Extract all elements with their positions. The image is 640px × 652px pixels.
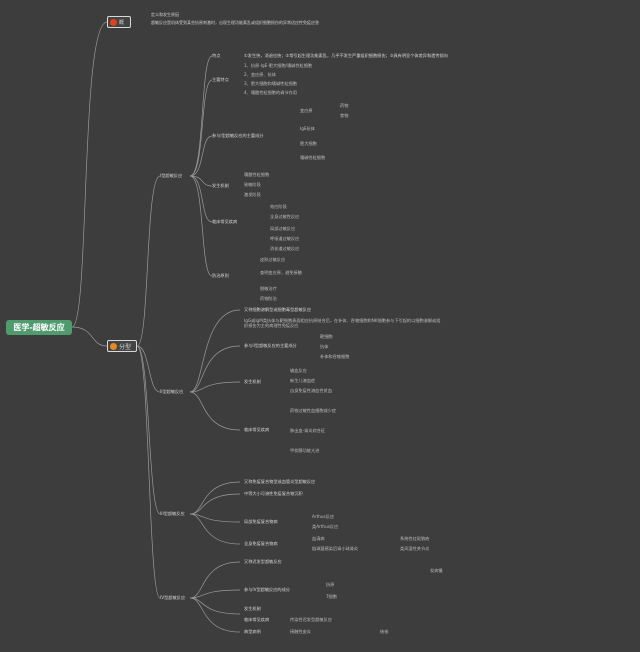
overview-sub1: 定义和发生原因	[151, 12, 179, 17]
t1-item-1: 主要特点	[212, 77, 229, 82]
t4-item-4: 典型病例	[244, 629, 261, 634]
t1-detail-12: 致敏阶段	[244, 182, 261, 187]
t1-detail-18: 消化道过敏反应	[270, 246, 300, 251]
link-root-class	[71, 326, 108, 347]
link-class-t1	[136, 175, 161, 347]
t1-detail-15: 全身过敏性反应	[270, 214, 300, 219]
link-class-t4	[136, 345, 161, 599]
link-class-t3	[136, 345, 161, 515]
t1-detail-2: 2、变应原、抗体	[244, 72, 276, 77]
type3-label[interactable]: III型超敏反应	[160, 511, 185, 516]
t4-detail-4: 结核	[380, 629, 389, 634]
t2-item-3: 临床常见疾病	[244, 427, 270, 432]
t1-detail-6: 药物	[340, 103, 349, 108]
t1-detail-13: 激发阶段	[244, 192, 261, 197]
t1-detail-20: 查明变应原，避免接触	[260, 270, 302, 275]
t3-item-1: 中等大小可溶性免疫复合物沉积	[244, 491, 303, 496]
t1-detail-1: 1、抗原-IgE-肥大细胞/嗜碱性粒细胞	[244, 63, 313, 68]
t2-detail-1: 靶细胞	[320, 334, 333, 339]
t1-detail-5: 变应原	[300, 108, 313, 113]
t1-item-4: 临床常见疾病	[212, 219, 238, 224]
t3-detail-3: 链球菌感染后肾小球肾炎	[312, 546, 359, 551]
t1-detail-16: 局部过敏反应	[270, 226, 296, 231]
t1-detail-10: 嗜碱性粒细胞	[300, 155, 326, 160]
t2-item-2: 发生机制	[244, 379, 261, 384]
t1-item-3: 发生机制	[212, 183, 229, 188]
t2-detail-2: 抗体	[320, 344, 329, 349]
t3-item-3: 全身免疫复合物病	[244, 541, 278, 546]
t4-detail-0: 抗原	[326, 582, 335, 587]
type2-label[interactable]: II型超敏反应	[160, 389, 184, 394]
t1-item-0: 特点	[212, 53, 221, 58]
t1-item-2: 参与I型超敏反应的主要成分	[212, 133, 264, 138]
t1-detail-9: 肥大细胞	[300, 141, 317, 146]
t1-detail-14: 效应阶段	[270, 204, 287, 209]
overview-node[interactable]: 概	[107, 16, 131, 28]
t1-detail-21: 脱敏治疗	[260, 286, 277, 291]
t2-detail-5: 新生儿溶血症	[290, 378, 316, 383]
t4-detail-1: T细胞	[326, 594, 337, 599]
t2-detail-6: 自身免疫性溶血性贫血	[290, 388, 332, 393]
t1-detail-19: 皮肤过敏反应	[260, 257, 286, 262]
t1-detail-0: ①发生快，消退也快；②常引起生理功能紊乱，几乎不发生严重组织细胞损伤；③具有明显…	[244, 53, 448, 58]
t4-item-2: 发生机制	[244, 606, 261, 611]
t3-detail-5: 类风湿性关节炎	[400, 546, 430, 551]
t4-item-1: 参与IV型超敏反应的成分	[244, 587, 290, 592]
t2-detail-4: 输血反应	[290, 368, 307, 373]
type4-label[interactable]: IV型超敏反应	[160, 595, 186, 600]
t3-detail-0: Arthus反应	[312, 514, 335, 519]
t1-detail-3: 3、肥大细胞和嗜碱性粒细胞	[244, 81, 297, 86]
t1-detail-8: IgE抗体	[300, 126, 315, 131]
t2-detail-9: 甲状腺功能亢进	[290, 448, 320, 453]
t3-item-0: 又称免疫复合物型或血管炎型超敏反应	[244, 479, 316, 484]
t2-detail-8: 肺出血-肾炎综合征	[290, 428, 326, 433]
t1-detail-17: 呼吸道过敏反应	[270, 236, 300, 241]
link-class-t2	[136, 345, 161, 393]
t2-detail-7: 药物过敏性血细胞减少症	[290, 408, 337, 413]
t3-detail-1: 类Arthus反应	[312, 524, 339, 529]
t1-item-5: 防治原则	[212, 273, 229, 278]
t2-detail-3: 补体和吞噬细胞	[320, 354, 350, 359]
overview-label: 概	[119, 19, 125, 26]
t4-item-0: 又称迟发型超敏反应	[244, 559, 282, 564]
root-node[interactable]: 医学-超敏反应	[6, 320, 72, 335]
t1-detail-22: 药物防治	[260, 296, 277, 301]
t2-item-1: 参与II型超敏反应的主要成分	[244, 343, 297, 348]
t3-detail-4: 系统性红斑狼疮	[400, 536, 430, 541]
t3-item-2: 局部免疫复合物病	[244, 519, 278, 524]
classification-label: 分型	[119, 343, 132, 351]
overview-sub2: 超敏反应是机体受到某些抗原刺激时，出现生理功能紊乱或组织细胞损伤的异常适应性免疫…	[151, 20, 319, 25]
t1-detail-11: 嗜酸性粒细胞	[244, 172, 270, 177]
classification-node[interactable]: 分型	[107, 340, 137, 352]
t4-detail-2: 传染性迟发型超敏反应	[290, 617, 332, 622]
t4-detail-5: 发病慢	[430, 568, 443, 573]
classification-marker-icon	[110, 342, 117, 350]
t3-detail-2: 血清病	[312, 536, 325, 541]
type1-label[interactable]: I型超敏反应	[160, 173, 183, 178]
t2-detail-0: IgG或IgM类抗体与靶细胞表面相应抗原结合后，在补体、吞噬细胞和NK细胞参与下…	[244, 318, 441, 328]
t4-item-3: 临床常见疾病	[244, 617, 270, 622]
link-root-top	[71, 21, 108, 328]
t1-detail-4: 4、嗜酸性粒细胞的调节作用	[244, 90, 297, 95]
t2-item-0: 又称细胞溶解型或细胞毒型超敏反应	[244, 307, 312, 312]
t1-detail-7: 食物	[340, 113, 349, 118]
overview-marker-icon	[110, 18, 117, 26]
t4-detail-3: 接触性皮炎	[290, 629, 311, 634]
